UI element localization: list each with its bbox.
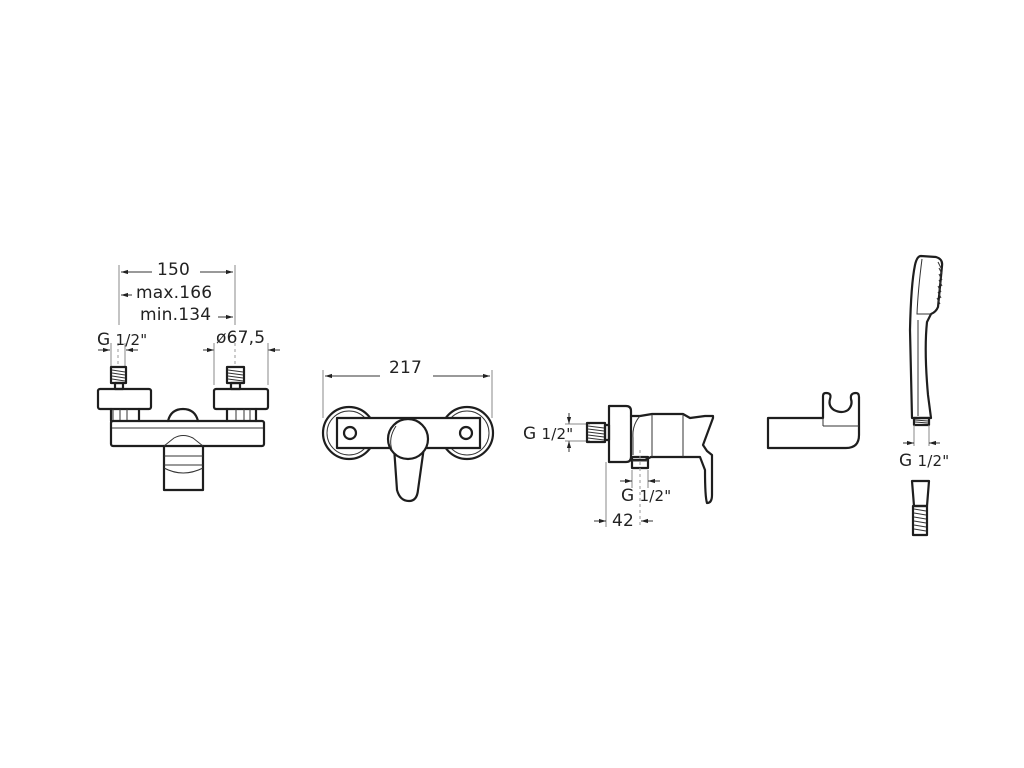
- thread-letter: G: [523, 424, 537, 444]
- thread-fraction: 1/2": [541, 425, 574, 443]
- dim-max-166: max.166: [136, 283, 213, 303]
- dim-width-150: 150: [157, 260, 191, 280]
- built-in-mixer-side-view: [565, 404, 715, 527]
- thread-letter: G: [621, 486, 635, 506]
- mixer-top-view: [321, 370, 495, 503]
- dim-min-134: min.134: [140, 305, 212, 325]
- mixer-front-view: [96, 265, 280, 492]
- wall-bracket-view: [766, 391, 861, 450]
- dim-thread-left: G 1/2": [97, 330, 147, 349]
- dim-thread-outlet: G 1/2": [621, 486, 671, 505]
- thread-fraction: 1/2": [917, 452, 950, 470]
- hand-shower-view: [903, 254, 944, 446]
- thread-letter: G: [899, 451, 913, 471]
- dim-thread-shower: G 1/2": [899, 451, 949, 470]
- thread-fraction: 1/2": [639, 487, 672, 505]
- dim-diameter-67-5: ø67,5: [216, 328, 266, 348]
- dim-width-217: 217: [389, 358, 423, 378]
- thread-fraction: 1/2": [115, 331, 148, 349]
- dim-thread-inlet: G 1/2": [523, 424, 573, 443]
- dim-depth-42: 42: [612, 511, 635, 531]
- thread-letter: G: [97, 330, 111, 350]
- shower-hose-view: [910, 479, 931, 537]
